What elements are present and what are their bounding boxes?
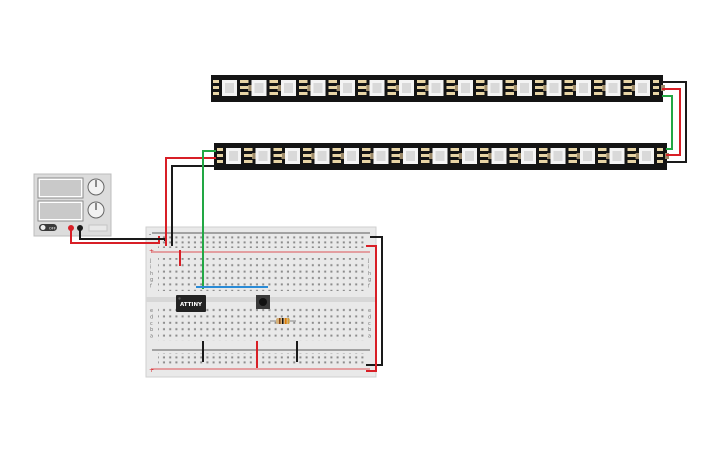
wire-strip-link-data[interactable] xyxy=(662,95,673,150)
led-chip-icon xyxy=(301,80,341,96)
power-supply[interactable]: OFF xyxy=(33,173,112,237)
row-letter: a xyxy=(368,334,371,340)
resistor[interactable] xyxy=(270,318,296,324)
attiny-chip[interactable]: ATTINY xyxy=(176,295,206,312)
row-letter: e xyxy=(368,308,371,314)
row-letter: d xyxy=(368,314,371,320)
rail-sign-plus: + xyxy=(149,248,154,255)
led-chip-icon xyxy=(630,148,669,164)
row-letter: c xyxy=(150,321,153,327)
led-strip-top[interactable] xyxy=(211,75,665,102)
row-letter: c xyxy=(368,321,371,327)
wire-strip-power[interactable] xyxy=(165,157,216,246)
knob-icon[interactable] xyxy=(87,201,105,219)
wire-strip-link-ground[interactable] xyxy=(662,81,687,163)
row-letter: i xyxy=(368,264,369,270)
row-letter: j xyxy=(367,258,369,264)
wire-strip-link-power[interactable] xyxy=(662,88,681,156)
row-letter: b xyxy=(150,327,153,333)
wire-strip-data[interactable] xyxy=(202,150,216,289)
knob-icon[interactable] xyxy=(87,178,105,196)
row-letter: g xyxy=(368,277,371,283)
row-letter: b xyxy=(368,327,371,333)
led-chip-icon xyxy=(626,80,665,96)
rail-sign-minus: - xyxy=(149,231,151,238)
row-letter: j xyxy=(149,258,151,264)
led-chip-icon xyxy=(217,148,256,164)
led-strip-bottom[interactable] xyxy=(214,143,669,170)
row-letter: i xyxy=(150,264,151,270)
row-letter: h xyxy=(368,271,371,277)
power-toggle-text: OFF xyxy=(49,227,56,231)
row-letter: e xyxy=(150,308,153,314)
wire-strip-ground[interactable] xyxy=(171,165,216,246)
row-letter: h xyxy=(150,271,153,277)
wire-rail-ground-loop[interactable] xyxy=(366,236,383,366)
row-letter: f xyxy=(368,284,370,290)
row-letter: d xyxy=(150,314,153,320)
toggle-switch-icon[interactable]: OFF xyxy=(39,224,57,231)
rail-sign-plus-bottom: + xyxy=(149,367,154,374)
row-letter: a xyxy=(150,334,153,340)
chip-label: ATTINY xyxy=(180,302,203,308)
row-letter: f xyxy=(150,284,152,290)
push-button[interactable] xyxy=(256,295,270,309)
wire-rail-power-loop[interactable] xyxy=(366,245,377,372)
row-letter: g xyxy=(150,277,153,283)
